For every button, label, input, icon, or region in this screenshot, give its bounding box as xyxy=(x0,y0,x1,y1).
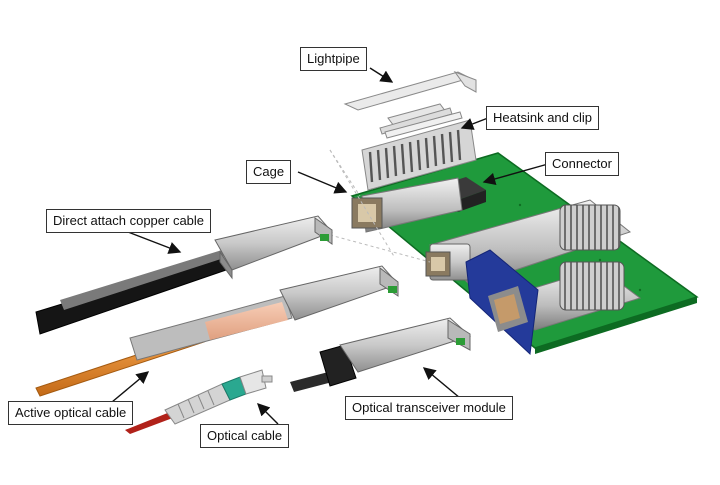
arrow-dac xyxy=(127,231,182,254)
front-bezel xyxy=(465,249,539,356)
arrow-aoc xyxy=(111,371,150,403)
label-optical-cable: Optical cable xyxy=(200,424,290,448)
label-connector: Connector xyxy=(545,152,619,176)
heatsink-and-clip xyxy=(361,111,477,191)
arrow-transceiver xyxy=(422,367,461,399)
direct-attach-copper-cable xyxy=(35,215,333,335)
label-lightpipe: Lightpipe xyxy=(300,47,367,71)
label-active-optical-cable: Active optical cable xyxy=(8,401,134,425)
label-optical-transceiver-module: Optical transceiver module xyxy=(345,396,513,420)
active-optical-cable xyxy=(35,265,399,397)
label-direct-attach-copper-cable: Direct attach copper cable xyxy=(46,209,212,233)
arrow-cage xyxy=(297,171,348,194)
lightpipe xyxy=(343,70,477,135)
label-heatsink-and-clip: Heatsink and clip xyxy=(486,106,599,130)
arrow-optical xyxy=(257,403,279,425)
optical-cable xyxy=(125,369,273,434)
arrow-connector xyxy=(482,163,549,186)
optical-transceiver-module xyxy=(290,317,471,392)
cage-top xyxy=(351,177,463,233)
arrow-lightpipe xyxy=(369,67,394,83)
callout-arrows xyxy=(111,67,549,425)
arrow-heatsink xyxy=(460,117,489,130)
label-cage: Cage xyxy=(246,160,292,184)
assembly-guide-lines xyxy=(329,149,431,263)
